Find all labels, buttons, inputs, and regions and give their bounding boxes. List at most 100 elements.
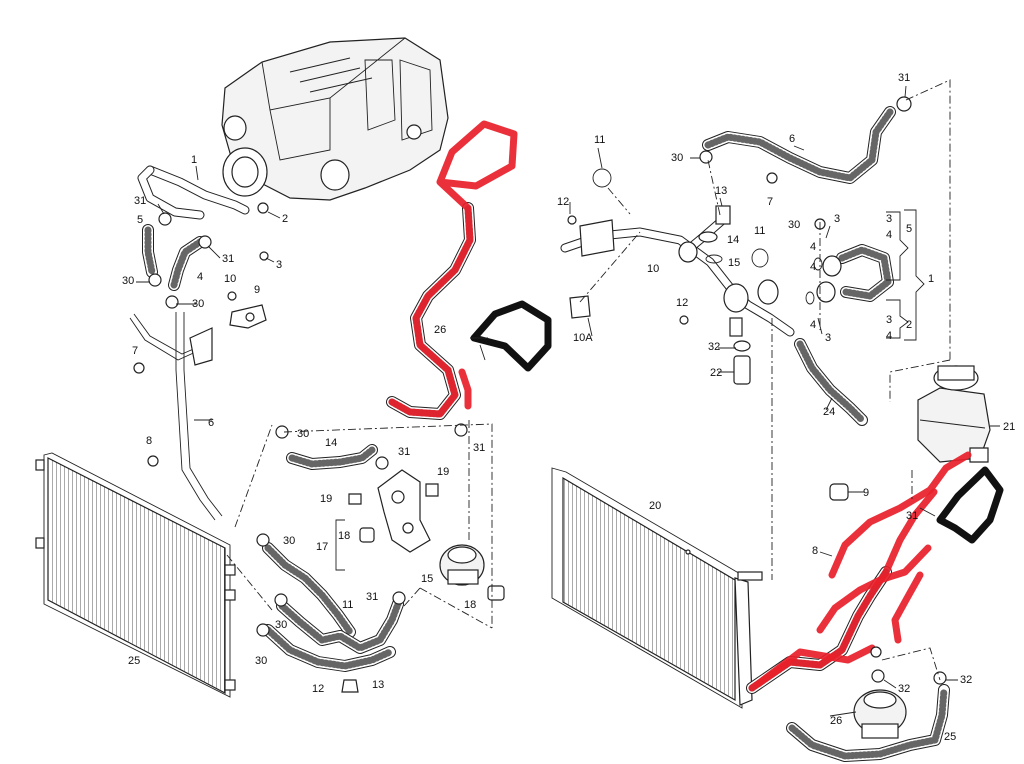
callout-label: 5	[137, 214, 143, 226]
callout-label: 12	[676, 297, 688, 309]
hose-14	[286, 444, 378, 470]
callout-label: 11	[594, 134, 605, 146]
callout-label: 3	[834, 213, 840, 225]
clip-7	[766, 172, 778, 184]
hose-11	[262, 542, 356, 638]
screw-7	[133, 362, 145, 374]
callout-label: 12	[557, 196, 569, 208]
callout-label: 31	[398, 446, 410, 458]
callout-label: 13	[372, 679, 384, 691]
grommet-19	[348, 483, 439, 505]
hose-4	[168, 236, 206, 291]
callout-label: 19	[320, 493, 332, 505]
hose-25-right	[786, 684, 950, 762]
callout-label: 4	[810, 241, 816, 253]
highlighted-hose-left	[386, 120, 552, 420]
callout-label: 8	[146, 435, 152, 447]
callout-label: 7	[767, 196, 773, 208]
callout-label: 8	[812, 545, 818, 557]
callout-label: 30	[788, 219, 800, 231]
callout-label: 10A	[573, 332, 593, 344]
coupling-22	[733, 340, 751, 385]
callout-label: 2	[282, 213, 288, 225]
callout-label: 32	[708, 341, 720, 353]
callout-label: 22	[710, 367, 722, 379]
screws-12	[567, 215, 689, 325]
hose-6-right	[702, 106, 896, 184]
callout-label: 11	[342, 599, 353, 611]
clamp-31-right	[896, 96, 912, 112]
callout-label: 15	[728, 257, 740, 269]
callout-label: 18	[464, 599, 476, 611]
callout-label: 10	[647, 263, 659, 275]
callout-label: 10	[224, 273, 236, 285]
callout-label: 1	[928, 273, 934, 285]
callout-label: 30	[255, 655, 267, 667]
callout-label: 31	[134, 195, 146, 207]
hose-24	[794, 338, 868, 426]
callout-label: 19	[437, 466, 449, 478]
supercharger-part	[221, 37, 449, 201]
callout-label: 30	[297, 428, 309, 440]
callout-label: 31	[898, 72, 910, 84]
callout-label: 15	[421, 573, 433, 585]
callout-label: 31	[222, 253, 234, 265]
clamp-30-right	[699, 150, 713, 164]
expansion-tank-21	[917, 365, 991, 463]
callout-label: 20	[649, 500, 661, 512]
bracket-17	[377, 469, 431, 553]
callout-label: 30	[671, 152, 683, 164]
callout-label: 6	[789, 133, 795, 145]
callout-label: 26	[830, 715, 842, 727]
callout-label: 3	[825, 332, 831, 344]
callout-label: 4	[886, 330, 892, 342]
connector-10a	[569, 295, 591, 319]
screw-8	[147, 455, 159, 467]
clamp-9-right	[829, 483, 849, 501]
callout-label: 14	[727, 234, 739, 246]
callout-label: 9	[254, 284, 260, 296]
callout-label: 26	[434, 324, 446, 336]
hose-5	[142, 224, 158, 278]
o-ring-11	[592, 168, 769, 268]
callout-label: 32	[898, 683, 910, 695]
callout-label: 30	[192, 298, 204, 310]
radiator-20	[551, 467, 763, 709]
part-callouts: 1 2 3 5 31 31 4 30 10 9 30 7 6 8 26 30 1…	[122, 72, 1015, 743]
hose-clamp-left	[148, 202, 269, 309]
hose-13	[262, 598, 404, 672]
callout-label: 1	[191, 154, 197, 166]
highlighted-hose-right	[746, 451, 1004, 694]
callout-label: 13	[715, 185, 727, 197]
callout-label: 25	[128, 655, 140, 667]
callout-label: 9	[863, 487, 869, 499]
callout-label: 4	[810, 261, 816, 273]
clamp-18	[359, 527, 505, 601]
callout-label: 32	[960, 674, 972, 686]
callout-label: 11	[754, 225, 765, 237]
water-pump-15	[439, 544, 485, 586]
callout-label: 5	[906, 223, 912, 235]
bracket-9	[229, 304, 267, 329]
callout-label: 7	[132, 345, 138, 357]
label-leaders	[136, 85, 1000, 717]
coolant-pipe-6	[129, 312, 223, 521]
coolant-pipe-1	[137, 165, 250, 220]
callout-label: 3	[276, 259, 282, 271]
callout-label: 4	[886, 229, 892, 241]
connector-hoses-3-4	[805, 218, 894, 305]
callout-label: 31	[906, 510, 918, 522]
callout-label: 30	[122, 275, 134, 287]
callout-label: 25	[944, 731, 956, 743]
callout-label: 21	[1003, 421, 1015, 433]
callout-label: 24	[823, 406, 835, 418]
callout-label: 14	[325, 437, 337, 449]
callout-label: 12	[312, 683, 324, 695]
callout-label: 17	[316, 541, 328, 553]
callout-label: 30	[275, 619, 287, 631]
auxiliary-radiator-25	[35, 452, 236, 698]
leader-lines-right	[579, 79, 951, 681]
water-pump-26	[853, 689, 907, 739]
callout-label: 4	[810, 319, 816, 331]
